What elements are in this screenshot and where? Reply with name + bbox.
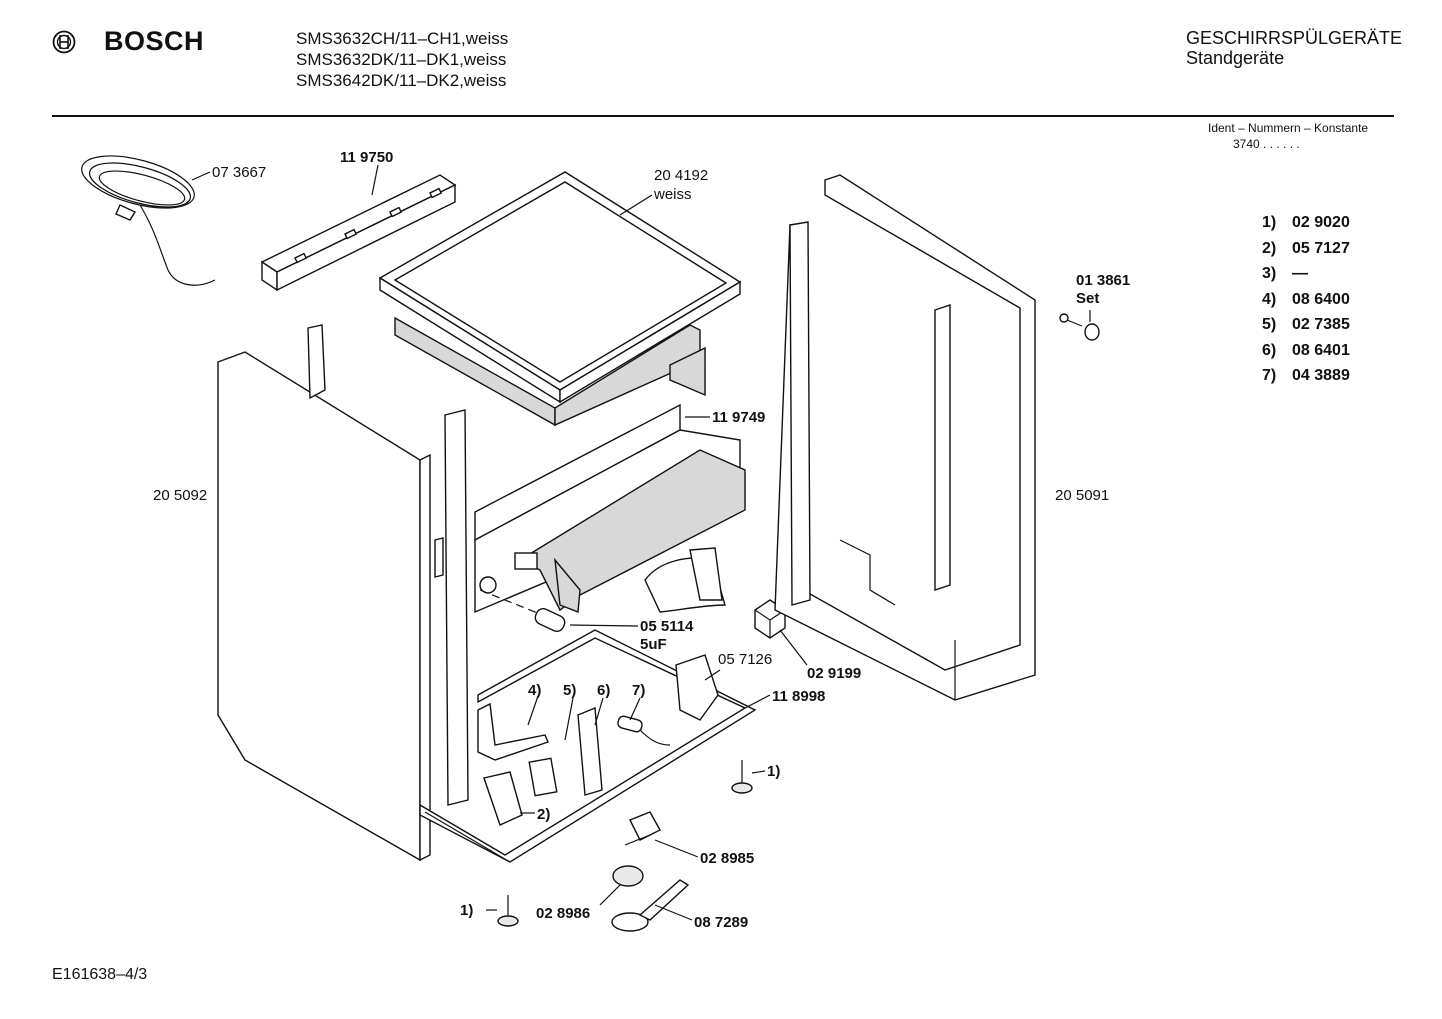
header-rule [52, 115, 1394, 117]
legend-row: 3)— [1262, 265, 1308, 282]
float-switch-part [611, 879, 690, 932]
model-line: SMS3632DK/11–DK1,weiss [296, 50, 507, 69]
label-side-right: 20 5091 [1055, 487, 1109, 504]
label-foot-left: 1) [460, 902, 473, 919]
label-bracket: 05 7126 [718, 651, 772, 668]
switch-part [624, 811, 661, 846]
base-frame-part [419, 629, 757, 863]
legend-row: 5)02 7385 [1262, 316, 1350, 333]
ident-label: Ident – Nummern – Konstante [1208, 121, 1369, 135]
label-ref6: 6) [597, 682, 610, 699]
label-float: 08 7289 [694, 914, 748, 931]
bosch-armature-logo-icon [52, 30, 76, 54]
label-screw-set-note: Set [1076, 290, 1099, 307]
legend-row: 4)08 6400 [1262, 290, 1350, 308]
label-worktop: 20 4192 [654, 167, 708, 184]
label-relay: 02 9199 [807, 665, 861, 682]
part-legend: 1)02 9020 2)05 7127 3)— 4)08 6400 5)02 7… [1262, 210, 1350, 389]
label-worktop-color: weiss [653, 186, 692, 203]
ident-value: 3740 . . . . . . [1233, 137, 1300, 151]
label-base: 11 8998 [772, 688, 825, 705]
label-ref7: 7) [632, 682, 645, 699]
legend-row: 6)08 6401 [1262, 341, 1350, 359]
label-bracket-ref: 2) [537, 806, 550, 823]
category-line-2: Standgeräte [1186, 48, 1285, 68]
label-capacitor-note: 5uF [640, 636, 667, 653]
category-title: GESCHIRRSPÜLGERÄTE Standgeräte [1186, 28, 1402, 68]
legend-row: 7)04 3889 [1262, 367, 1350, 384]
drawing-code: E161638–4/3 [52, 966, 148, 983]
label-knob: 02 8986 [536, 905, 590, 922]
label-rail: 11 9750 [340, 149, 393, 166]
label-ref4: 4) [528, 682, 541, 699]
leader-lines [191, 164, 1091, 921]
label-switch: 02 8985 [700, 850, 754, 867]
category-line-1: GESCHIRRSPÜLGERÄTE [1186, 28, 1403, 48]
base-components [477, 702, 671, 826]
capacitor-part [479, 589, 566, 632]
label-ref5: 5) [563, 682, 576, 699]
adjustable-foot-right-part [731, 760, 753, 794]
legend-row: 2)05 7127 [1262, 239, 1350, 257]
worktop-part [378, 171, 742, 427]
legend-row: 1)02 9020 [1262, 214, 1350, 231]
model-line: SMS3642DK/11–DK2,weiss [296, 71, 507, 90]
mounting-rail-part [260, 174, 457, 292]
model-line: SMS3632CH/11–CH1,weiss [296, 29, 509, 48]
power-cable-part [81, 155, 216, 286]
label-crossbar: 11 9749 [712, 409, 765, 426]
label-foot-right: 1) [767, 763, 780, 780]
label-screw-set: 01 3861 [1076, 272, 1130, 289]
left-side-panel-part [217, 324, 469, 862]
screw-set-part [1059, 313, 1100, 341]
knob-part [612, 865, 644, 887]
label-capacitor: 05 5114 [640, 618, 694, 635]
label-cable: 07 3667 [212, 164, 266, 181]
right-side-panel-part [774, 174, 1036, 701]
adjustable-foot-left-part [497, 895, 519, 927]
label-side-left: 20 5092 [153, 487, 207, 504]
brand-name: BOSCH [104, 26, 205, 56]
model-list: SMS3632CH/11–CH1,weiss SMS3632DK/11–DK1,… [296, 28, 508, 91]
control-panel-part [474, 403, 746, 614]
